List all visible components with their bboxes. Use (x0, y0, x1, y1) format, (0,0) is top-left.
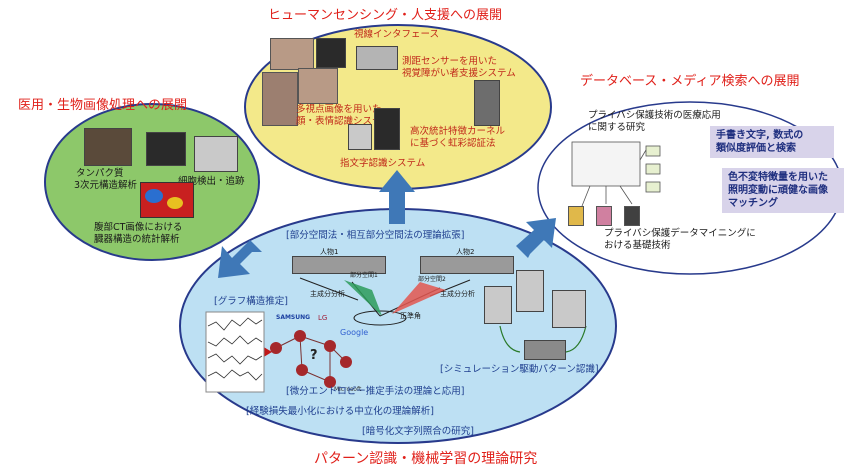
graph-estimation-label: [グラフ構造推定] (214, 296, 288, 307)
simulation-diagram (499, 325, 587, 353)
pca-label-2: 主成分分析 (440, 290, 475, 298)
face-photo-grid (270, 38, 314, 70)
up-left-arrow-icon (218, 240, 262, 278)
subspace2-label: 部分空間2 (418, 276, 446, 283)
iris-kernel-label-2: に基づく虹彩認証法 (410, 138, 496, 149)
simulation-image (516, 270, 544, 312)
finger-spelling-photo (374, 108, 400, 150)
handwriting-label-1: 手書き文字, 数式の (716, 130, 804, 141)
entropy-label: [微分エントロピー推定手法の理論と応用] (286, 386, 465, 397)
face-photo-grid (298, 68, 338, 104)
risk-neutralization-label: [経験損失最小化における中立化の理論解析] (246, 406, 434, 417)
multiview-label-2: 顔・表情認識システム (296, 116, 391, 127)
user-avatar (624, 206, 640, 226)
invariant-feature-box: 色不変特徴量を用いた 照明変動に頑健な画像 マッチング (722, 168, 844, 213)
logo-microsoft: Microsoft (334, 386, 362, 393)
logo-samsung: SAMSUNG (276, 314, 311, 321)
person-photo (474, 80, 500, 126)
face-sequence-strip (292, 256, 386, 274)
title-bottom: パターン認識・機械学習の理論研究 (314, 451, 538, 467)
subspace-method-label: [部分空間法・相互部分空間法の理論拡張] (286, 230, 465, 241)
ct-analysis-label-1: 腹部CT画像における (94, 222, 183, 233)
distance-sensor-label-1: 測距センサーを用いた (402, 56, 498, 67)
invariant-label-3: マッチング (728, 198, 778, 209)
ct-analysis-label-2: 臓器構造の統計解析 (94, 234, 180, 245)
user-avatar (596, 206, 612, 226)
iris-kernel-label-1: 高次統計特徴カーネル (410, 126, 506, 137)
logo-lg: LG (318, 314, 328, 322)
eye-image (356, 46, 398, 70)
person2-label: 人物2 (456, 248, 475, 256)
canonical-angle-label: 正準角 (400, 312, 421, 320)
multiview-label-1: 多視点画像を用いた (296, 104, 382, 115)
up-right-arrow-icon (516, 218, 556, 258)
pca-label-1: 主成分分析 (310, 290, 345, 298)
face-sequence-strip (420, 256, 514, 274)
ct-scan-image (146, 132, 186, 166)
database-diagram (571, 141, 661, 207)
simulation-image (524, 340, 566, 360)
gaze-interface-label: 視線インタフェース (354, 29, 440, 40)
privacy-medical-label-2: に関する研究 (588, 122, 646, 133)
privacy-mining-label-2: おける基礎技術 (604, 240, 671, 251)
subspace1-label: 部分空間1 (350, 272, 378, 279)
cell-image (194, 136, 238, 172)
person1-label: 人物1 (320, 248, 339, 256)
protein-label-2: 3次元構造解析 (74, 180, 138, 191)
finger-spelling-label: 指文字認識システム (340, 158, 426, 169)
handwriting-box: 手書き文字, 数式の 類似度評価と検索 (710, 126, 834, 158)
simulation-image (484, 286, 512, 324)
invariant-label-1: 色不変特徴量を用いた (728, 172, 828, 183)
cell-tracking-label: 細胞検出・追跡 (178, 176, 245, 187)
face-photo-grid (262, 72, 298, 126)
simulation-image (552, 290, 586, 328)
user-avatar (568, 206, 584, 226)
title-left: 医用・生物画像処理への展開 (18, 98, 188, 113)
encrypted-matching-label: [暗号化文字列照合の研究] (362, 426, 474, 437)
hand-photo (348, 124, 372, 150)
handwriting-label-2: 類似度評価と検索 (716, 143, 796, 154)
title-right: データベース・メディア検索への展開 (580, 74, 800, 89)
privacy-mining-label-1: プライバシ保護データマイニングに (604, 228, 756, 239)
protein-structure-image (84, 128, 132, 166)
simulation-label: [シミュレーション駆動パターン認識] (440, 364, 599, 375)
stock-chart (205, 311, 265, 393)
lab-photo (316, 38, 346, 68)
protein-label-1: タンパク質 (76, 168, 124, 179)
up-arrow-icon (379, 170, 415, 224)
logo-google: Google (340, 328, 369, 337)
organ-segmentation-image (140, 182, 194, 218)
question-mark-icon: ? (310, 348, 318, 363)
invariant-label-2: 照明変動に頑健な画像 (728, 185, 828, 196)
privacy-medical-label-1: プライバシ保護技術の医療応用 (588, 110, 721, 121)
distance-sensor-label-2: 視覚障がい者支援システム (402, 68, 516, 79)
title-top: ヒューマンセンシング・人支援への展開 (268, 8, 503, 23)
